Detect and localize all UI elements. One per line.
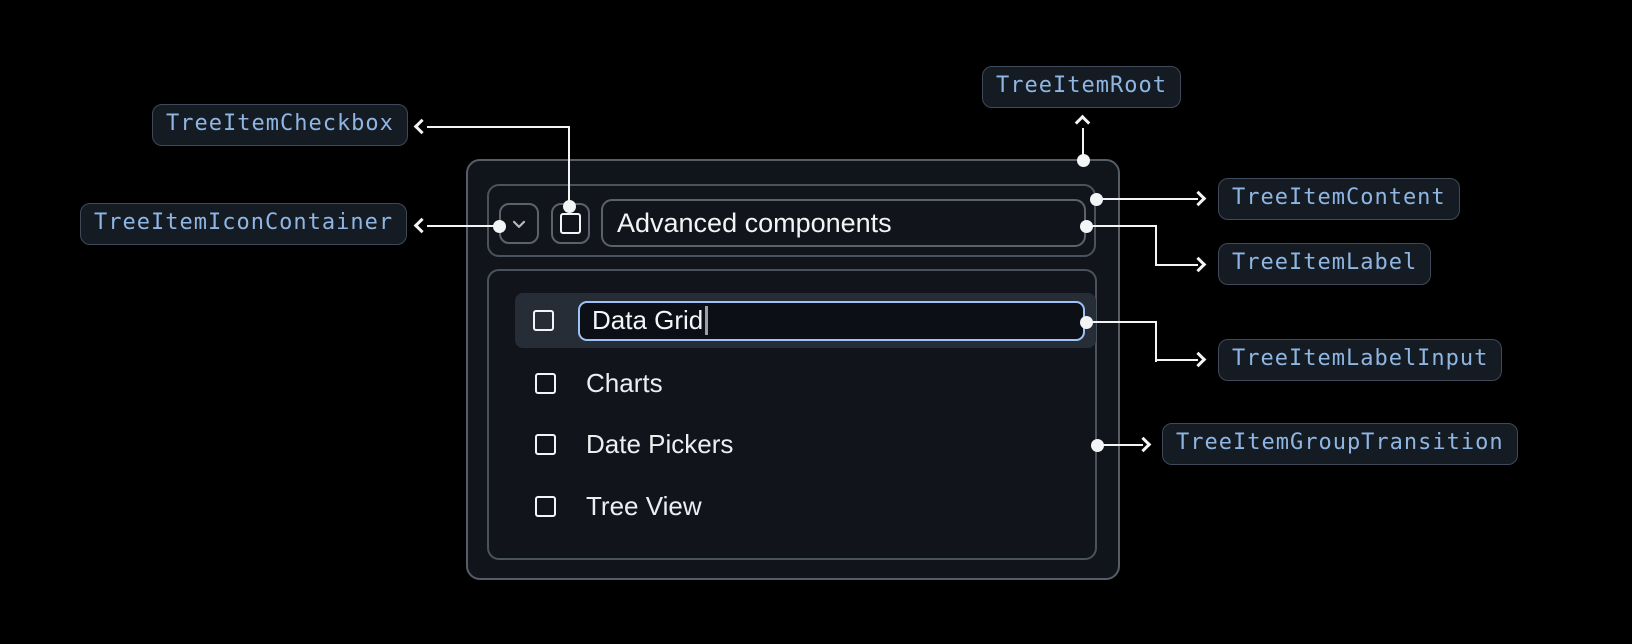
arrowhead-icon-container <box>413 217 430 234</box>
connector-group-transition-dot <box>1090 438 1104 452</box>
connector-label-hline1 <box>1086 224 1157 227</box>
connector-label-vline <box>1154 224 1157 266</box>
text-caret <box>705 306 708 335</box>
tree-item-content[interactable] <box>487 184 1096 257</box>
arrowhead-group-transition <box>1135 436 1152 453</box>
tree-item-group-transition <box>487 269 1097 560</box>
arrowhead-label <box>1190 256 1207 273</box>
item-label-date-pickers: Date Pickers <box>586 429 734 459</box>
tree-item-root <box>466 159 1120 580</box>
parent-item-label: Advanced components <box>617 207 892 238</box>
tree-item-checkbox[interactable] <box>560 213 581 234</box>
annotation-tree-item-root: TreeItemRoot <box>982 66 1181 108</box>
connector-checkbox-dot <box>562 199 576 213</box>
checkbox-data-grid[interactable] <box>533 310 554 331</box>
annotation-tree-item-icon-container: TreeItemIconContainer <box>80 203 408 245</box>
checkbox-tree-view[interactable] <box>535 496 556 517</box>
connector-label-hline2 <box>1155 263 1198 266</box>
connector-label-dot <box>1079 219 1093 233</box>
connector-label-input-dot <box>1079 315 1093 329</box>
chevron-down-icon <box>512 220 526 228</box>
connector-group-transition-line <box>1097 443 1143 446</box>
connector-icon-container-dot <box>492 219 506 233</box>
annotation-tree-item-checkbox: TreeItemCheckbox <box>152 104 408 146</box>
connector-checkbox-hline <box>427 125 570 128</box>
connector-checkbox-vline <box>567 126 570 206</box>
connector-root-dot <box>1076 153 1090 167</box>
checkbox-date-pickers[interactable] <box>535 434 556 455</box>
tree-item-label[interactable]: Advanced components <box>601 199 1086 247</box>
connector-label-input-hline1 <box>1086 320 1157 323</box>
tree-row-tree-view[interactable]: Tree View <box>515 479 1096 534</box>
connector-content-dot <box>1089 192 1103 206</box>
tree-row-charts[interactable]: Charts <box>515 356 1096 411</box>
arrowhead-content <box>1190 190 1207 207</box>
tree-item-label-input[interactable]: Data Grid <box>578 300 1085 341</box>
tree-row-data-grid[interactable]: Data Grid <box>515 293 1096 348</box>
item-label-tree-view: Tree View <box>586 491 702 521</box>
connector-label-input-vline <box>1154 320 1157 362</box>
annotation-tree-item-group-transition: TreeItemGroupTransition <box>1162 423 1518 465</box>
connector-root-line <box>1081 128 1084 161</box>
annotation-tree-item-label: TreeItemLabel <box>1218 243 1432 285</box>
connector-icon-container-line <box>427 224 500 227</box>
arrowhead-label-input <box>1190 351 1207 368</box>
annotation-tree-item-content: TreeItemContent <box>1218 178 1460 220</box>
tree-row-date-pickers[interactable]: Date Pickers <box>515 417 1096 472</box>
arrowhead-root <box>1074 114 1091 131</box>
checkbox-charts[interactable] <box>535 373 556 394</box>
connector-label-input-hline2 <box>1155 358 1198 361</box>
annotation-tree-item-label-input: TreeItemLabelInput <box>1218 339 1503 381</box>
connector-content-line <box>1096 197 1198 200</box>
label-input-value: Data Grid <box>592 305 704 335</box>
item-label-charts: Charts <box>586 368 663 398</box>
arrowhead-checkbox <box>413 118 430 135</box>
